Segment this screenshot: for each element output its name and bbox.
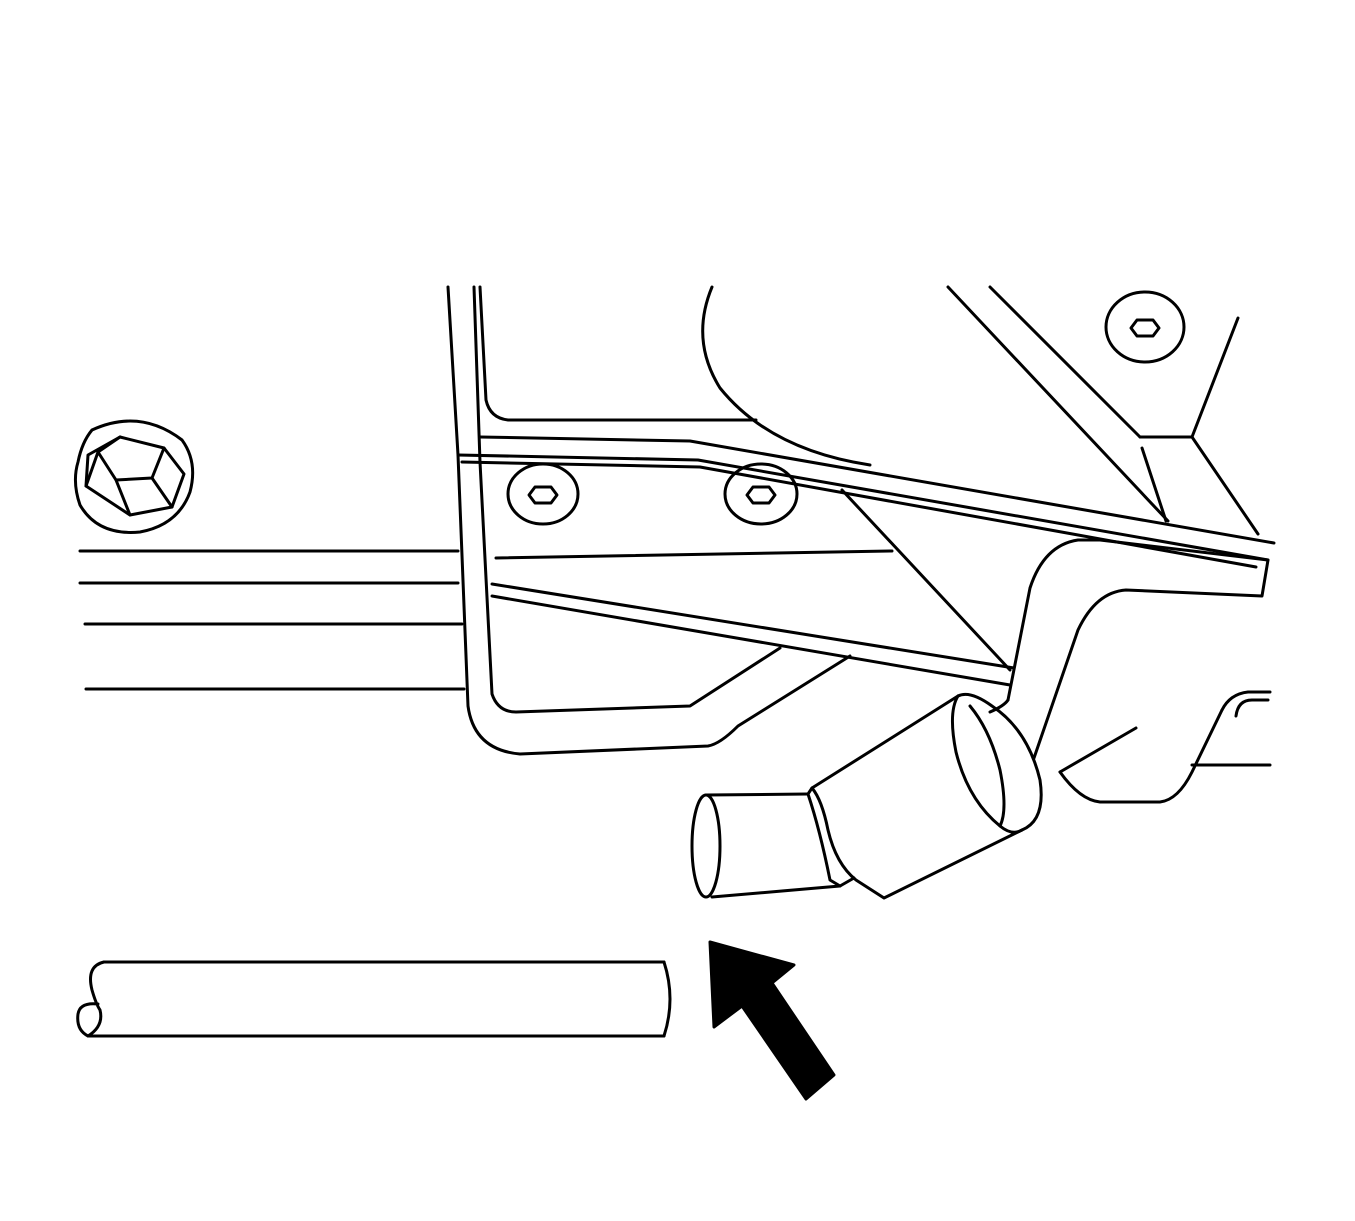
fitting-ring xyxy=(951,694,1024,834)
bolt-flange xyxy=(73,419,195,534)
pipe-segment xyxy=(76,960,672,1038)
fitting-body xyxy=(810,694,1024,900)
bracket xyxy=(1006,538,1272,804)
fitting-collar-inner xyxy=(968,704,1006,828)
cover-flange-mid xyxy=(456,453,1270,562)
screw-3-socket xyxy=(1129,318,1161,338)
cover-diagonal-1 xyxy=(946,285,1170,523)
pipe-fitting xyxy=(690,692,1043,900)
cover-outer-edge xyxy=(446,285,852,756)
fitting-neck xyxy=(988,698,1010,714)
fitting-taper xyxy=(806,786,856,888)
cover-flange-top xyxy=(478,435,1276,545)
screw-1-socket xyxy=(527,485,559,505)
frame-rails xyxy=(78,549,466,691)
direction-arrow xyxy=(708,940,836,1101)
screw-1-head xyxy=(506,462,580,526)
cover-inner-rim xyxy=(478,285,758,422)
hex-socket-screw-icon xyxy=(506,290,1186,526)
fitting-tube xyxy=(704,792,842,899)
pipe-left-break xyxy=(76,960,106,1038)
bolt-hex-top xyxy=(96,435,166,482)
arrow-up-left-icon xyxy=(708,940,836,1101)
bracket-hole xyxy=(1234,698,1270,718)
hex-bolt-icon xyxy=(73,419,195,534)
bolt-hex-edge-2 xyxy=(150,476,174,509)
bracket-outline xyxy=(1006,538,1270,760)
screw-3-head xyxy=(1104,290,1186,364)
cover-diagonal-3 xyxy=(840,488,1012,672)
cover-plate xyxy=(446,285,1276,756)
cover-notch-inner xyxy=(1140,446,1168,523)
screw-2-socket xyxy=(745,485,777,505)
bolt-hex-edge-3 xyxy=(84,450,100,488)
bolt-hex-edge-1 xyxy=(114,478,132,517)
cover-diagonal-2 xyxy=(988,285,1142,439)
bracket-diagonal xyxy=(1058,726,1138,774)
pipe-right-end xyxy=(662,960,672,1038)
cover-notch xyxy=(1138,435,1260,536)
cover-web-line xyxy=(494,549,894,560)
screw-2-head xyxy=(723,462,799,526)
fitting-collar xyxy=(956,692,1043,832)
bracket-flange xyxy=(1220,690,1272,712)
cover-right-edge xyxy=(1190,316,1240,439)
cover-rib-2 xyxy=(490,594,1012,687)
bolt-hex-outer xyxy=(84,435,186,517)
cover-dome xyxy=(701,285,872,467)
bracket-lower-edge xyxy=(1058,708,1224,804)
cover-rib-1 xyxy=(490,582,1016,670)
cover-inner-edge xyxy=(472,285,782,714)
fitting-tube-end xyxy=(690,793,722,899)
